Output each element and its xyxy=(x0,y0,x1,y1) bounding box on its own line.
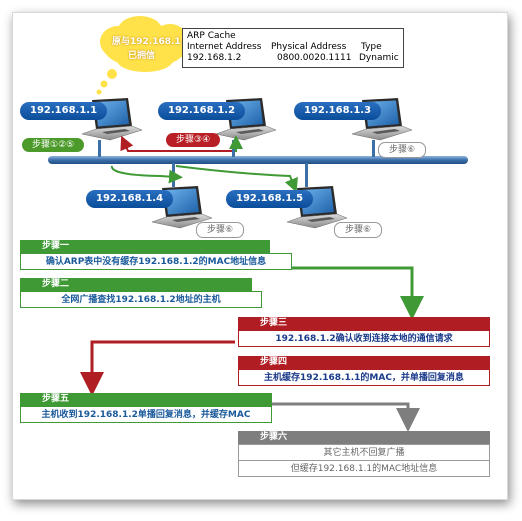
step4-text: 主机缓存192.168.1.1的MAC，并单播回复消息 xyxy=(238,369,490,386)
step2-title: 步骤二 xyxy=(20,278,252,291)
step3-text: 192.168.1.2确认收到连接本地的通信请求 xyxy=(238,330,490,347)
step4-title: 步骤四 xyxy=(238,356,490,369)
step6-text-line1: 其它主机不回复广播 xyxy=(238,444,490,461)
host-ip-label: 192.168.1.3 xyxy=(294,102,382,120)
host4-step-tag: 步骤⑥ xyxy=(196,222,245,238)
host5-step-tag: 步骤⑥ xyxy=(334,222,383,238)
arp-header-physical: Physical Address xyxy=(271,42,347,52)
step6-text-line2: 但缓存192.168.1.1的MAC地址信息 xyxy=(238,460,490,477)
arrow-icon xyxy=(111,135,298,193)
arp-cell-mac: 0800.0020.1111 xyxy=(277,53,352,63)
step5-title: 步骤五 xyxy=(20,393,272,406)
arp-cache-title: ARP Cache xyxy=(187,31,236,41)
arp-header-type: Type xyxy=(361,42,382,52)
arp-cell-ip: 192.168.1.2 xyxy=(187,53,242,63)
step5-text: 主机收到192.168.1.2单播回复消息，并缓存MAC xyxy=(20,406,272,423)
cloud-bubble-icon xyxy=(96,16,188,95)
host-ip-label: 192.168.1.2 xyxy=(158,102,246,120)
step2-text: 全网广播查找192.168.1.2地址的主机 xyxy=(20,291,262,308)
host1-step-tag: 步骤①②⑤ xyxy=(22,138,85,152)
step6-title: 步骤六 xyxy=(238,431,490,444)
bubble-text-line2: 已拥信 xyxy=(128,51,156,61)
arp-cache-table: ARP Cache Internet Address Physical Addr… xyxy=(182,28,404,68)
host-ip-label: 192.168.1.5 xyxy=(226,190,314,208)
arp-cell-type: Dynamic xyxy=(359,53,399,63)
host3-step-tag: 步骤⑥ xyxy=(378,142,427,158)
host-ip-label: 192.168.1.1 xyxy=(20,102,108,120)
step1-text: 确认ARP表中没有缓存192.168.1.2的MAC地址信息 xyxy=(20,253,292,270)
arp-header-internet: Internet Address xyxy=(187,42,262,52)
host-ip-label: 192.168.1.4 xyxy=(86,190,174,208)
bubble-text-line1: 原与192.168.1.2通 xyxy=(112,37,200,47)
step1-title: 步骤一 xyxy=(20,240,270,253)
arrow-icon xyxy=(80,266,424,432)
step3-title: 步骤三 xyxy=(238,317,490,330)
host2-step-tag: 步骤③④ xyxy=(166,133,221,147)
